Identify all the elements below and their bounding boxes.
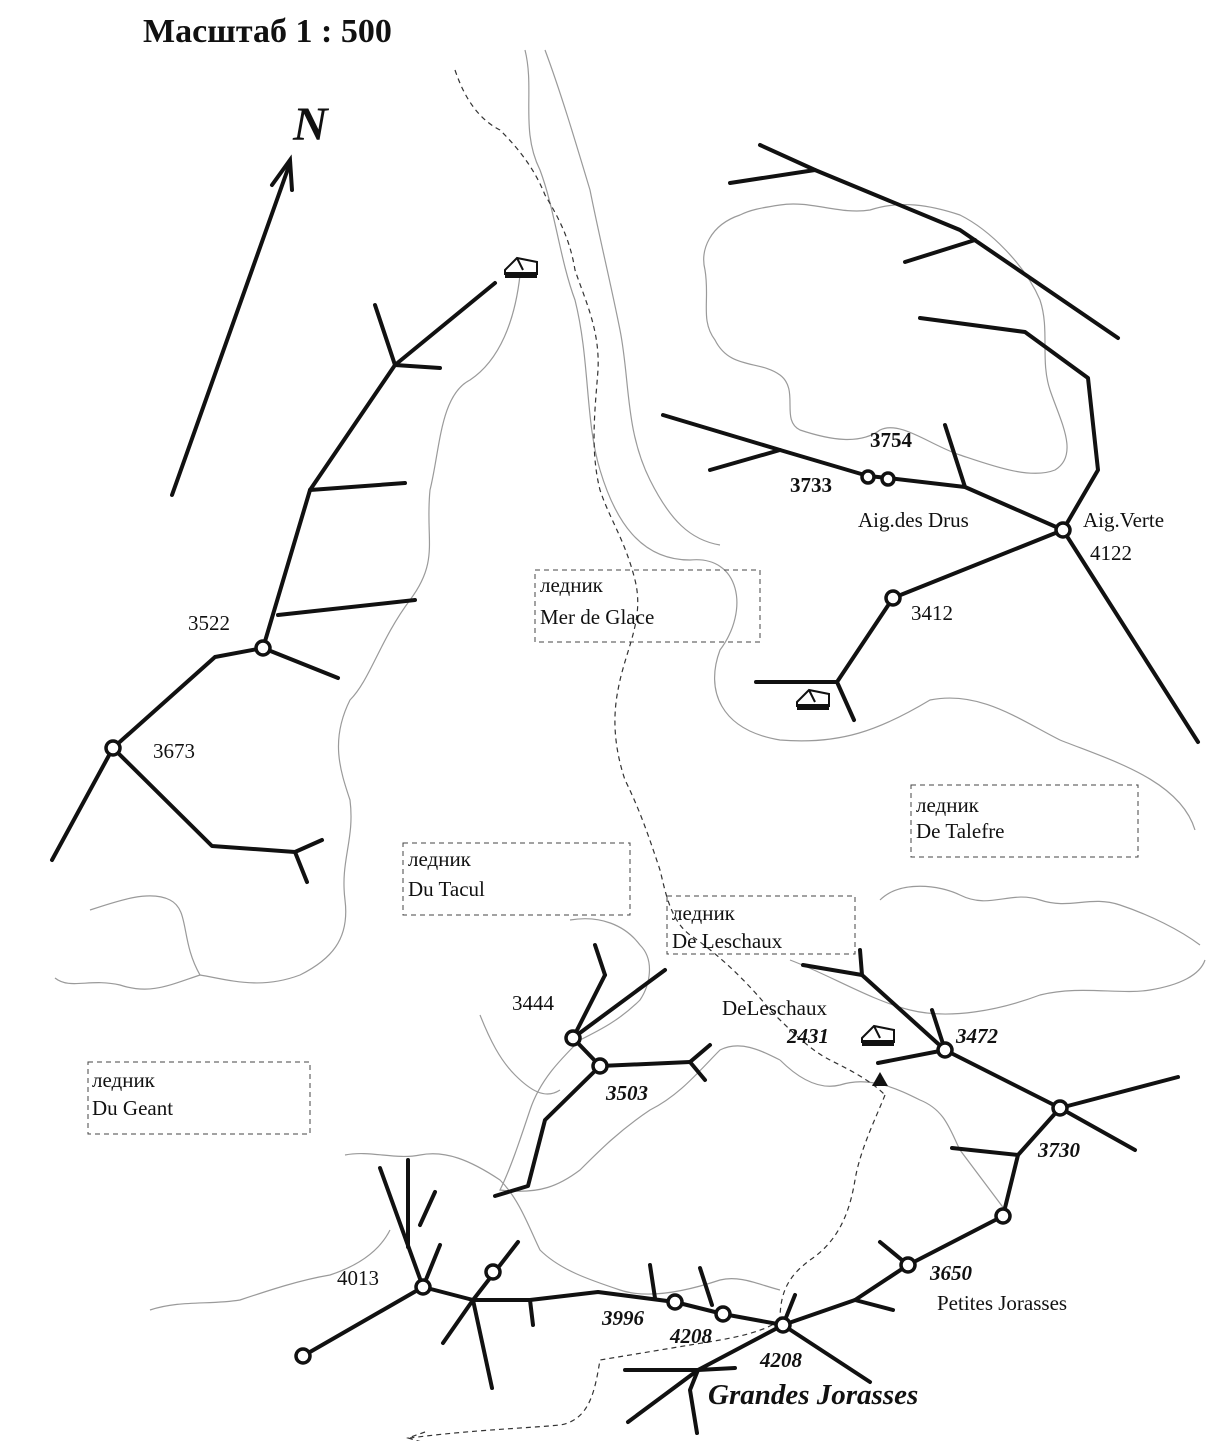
peak-circle-icon bbox=[1051, 1099, 1069, 1117]
peak-circle-icon bbox=[880, 471, 896, 487]
peak-name-petites-jorasses: Petites Jorasses bbox=[937, 1291, 1067, 1315]
peak-circle-icon bbox=[1054, 521, 1072, 539]
glacier-name: Du Geant bbox=[92, 1096, 173, 1120]
glacier-label: ледник bbox=[92, 1068, 156, 1092]
elevation-label: 4013 bbox=[337, 1266, 379, 1290]
glacier-label: ледник bbox=[672, 901, 736, 925]
peak-circle-icon bbox=[666, 1293, 684, 1311]
scale-label: Масштаб 1 : 500 bbox=[143, 13, 392, 50]
peak-name-verte: Aig.Verte bbox=[1083, 508, 1164, 532]
peak-circle-icon bbox=[591, 1057, 609, 1075]
glacier-label: ледник bbox=[408, 847, 472, 871]
peak-circle-icon bbox=[774, 1316, 792, 1334]
elevation-label: 3503 bbox=[605, 1081, 648, 1105]
elevation-label: 3673 bbox=[153, 739, 195, 763]
elevation-label: 3472 bbox=[955, 1024, 999, 1048]
glacier-outlines bbox=[54, 49, 1206, 1311]
north-label: N bbox=[292, 98, 330, 151]
elevation-label: 3412 bbox=[911, 601, 953, 625]
peak-circle-icon bbox=[936, 1041, 954, 1059]
glacier-box bbox=[534, 569, 761, 643]
peak-circle-icon bbox=[484, 1263, 502, 1281]
elevation-label: 3996 bbox=[601, 1306, 645, 1330]
elevation-label: 4208 bbox=[669, 1324, 713, 1348]
hut-icon bbox=[796, 688, 830, 710]
elevation-label: 4208 bbox=[759, 1348, 803, 1372]
elevation-label: 2431 bbox=[786, 1024, 829, 1048]
glacier-name: De Talefre bbox=[916, 819, 1005, 843]
glacier-label: ледник bbox=[916, 793, 980, 817]
elevation-label: 3444 bbox=[512, 991, 555, 1015]
peak-circle-icon bbox=[860, 469, 876, 485]
glacier-box bbox=[87, 1061, 311, 1135]
peak-circle-icon bbox=[414, 1278, 432, 1296]
peak-circle-icon bbox=[994, 1207, 1012, 1225]
hut-icon bbox=[861, 1024, 895, 1046]
glacier-box bbox=[666, 895, 856, 955]
glacier-name: De Leschaux bbox=[672, 929, 783, 953]
peak-name-grandes-jorasses: Grandes Jorasses bbox=[708, 1379, 918, 1411]
peak-circle-icon bbox=[884, 589, 902, 607]
peak-circle-icon bbox=[104, 739, 122, 757]
glacier-box bbox=[402, 842, 631, 916]
elevation-label: 3754 bbox=[870, 428, 913, 452]
peak-circle-icon bbox=[254, 639, 272, 657]
hut-icon bbox=[504, 256, 538, 278]
ridges bbox=[50, 143, 1200, 1435]
peak-name-drus: Aig.des Drus bbox=[858, 508, 969, 532]
peak-circle-icon bbox=[899, 1256, 917, 1274]
peak-markers bbox=[104, 469, 1072, 1365]
elevation-label: 3650 bbox=[929, 1261, 973, 1285]
glacier-box bbox=[910, 784, 1139, 858]
trails bbox=[406, 69, 886, 1441]
summit-triangle-icon bbox=[872, 1072, 888, 1086]
glacier-name: Mer de Glace bbox=[540, 605, 654, 629]
glacier-label: ледник bbox=[540, 573, 604, 597]
elevation-label: 3522 bbox=[188, 611, 230, 635]
glacier-name: Du Tacul bbox=[408, 877, 485, 901]
elevation-label: 3733 bbox=[790, 473, 832, 497]
peak-circle-icon bbox=[564, 1029, 582, 1047]
hut-name-deleschaux: DeLeschaux bbox=[722, 996, 827, 1020]
peak-circle-icon bbox=[294, 1347, 312, 1365]
north-arrow-icon bbox=[170, 154, 294, 497]
peak-circle-icon bbox=[714, 1305, 732, 1323]
elevation-label: 4122 bbox=[1090, 541, 1132, 565]
elevation-label: 3730 bbox=[1037, 1138, 1081, 1162]
